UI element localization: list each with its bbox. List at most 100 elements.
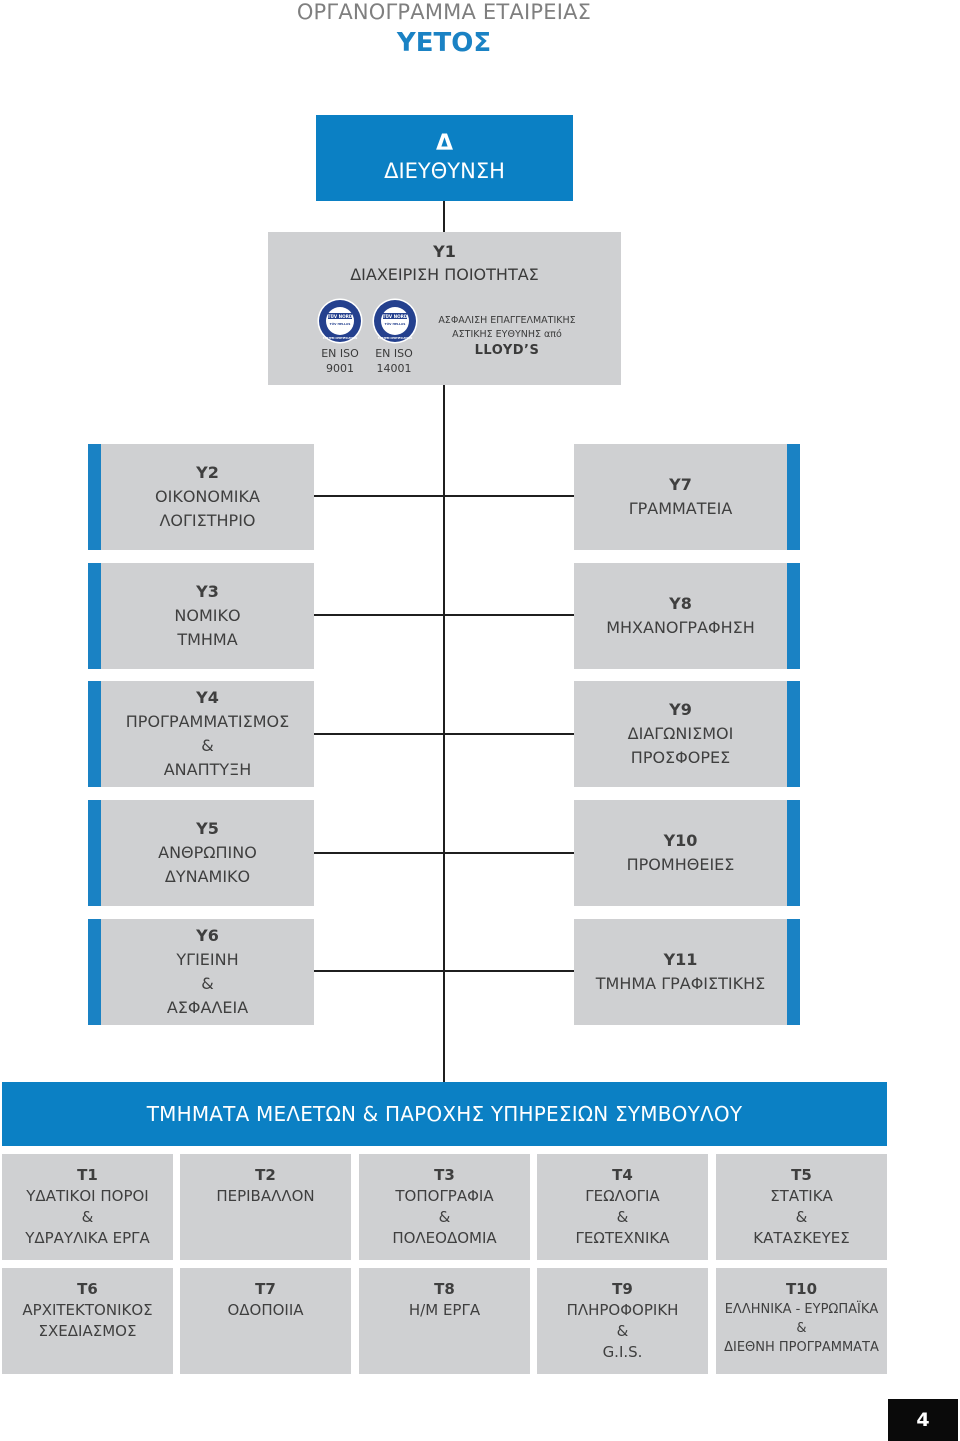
unit-box-y3: Υ3 ΝΟΜΙΚΟ ΤΜΗΜΑ [88,563,314,669]
unit-box-y10: Υ10 ΠΡΟΜΗΘΕΙΕΣ [574,800,800,906]
unit-box-y9: Υ9 ΔΙΑΓΩΝΙΣΜΟΙ ΠΡΟΣΦΟΡΕΣ [574,681,800,787]
dept-line: ΠΛΗΡΟΦΟΡΙΚΗ [566,1301,679,1319]
unit-line: ΑΝΑΠΤΥΞΗ [163,760,252,779]
quality-name: ΔΙΑΧΕΙΡΙΣΗ ΠΟΙΟΤΗΤΑΣ [350,265,539,284]
unit-code: Υ2 [196,463,219,482]
unit-line: ΜΗΧΑΝΟΓΡΑΦΗΣΗ [606,618,755,637]
dept-box-t9: Τ9 ΠΛΗΡΟΦΟΡΙΚΗ & G.I.S. [537,1268,708,1374]
dept-line: G.I.S. [602,1343,643,1361]
dept-line: & [796,1321,807,1336]
dept-box-t10: Τ10 ΕΛΛΗΝΙΚΑ - ΕΥΡΩΠΑΪΚΑ & ΔΙΕΘΝΗ ΠΡΟΓΡΑ… [716,1268,887,1374]
connector-row-2 [314,614,574,616]
dept-line: ΥΔΡΑΥΛΙΚΑ ΕΡΓΑ [25,1229,150,1247]
unit-code: Υ11 [663,950,698,969]
connector-row-5 [314,970,574,972]
badge-bottom-text: SYSTEM CERTIFICATION [378,336,413,340]
dept-box-t6: Τ6 ΑΡΧΙΤΕΚΤΟΝΙΚΟΣ ΣΧΕΔΙΑΣΜΟΣ [2,1268,173,1374]
unit-code: Υ5 [196,819,219,838]
management-box: Δ ΔΙΕΥΘΥΝΣΗ [316,115,573,201]
unit-box-y2: Υ2 ΟΙΚΟΝΟΜΙΚΑ ΛΟΓΙΣΤΗΡΙΟ [88,444,314,550]
dept-code: Τ4 [612,1166,633,1184]
dept-line: & [795,1208,808,1226]
insurance-line: ΑΣΤΙΚΗΣ ΕΥΘΥΝΗΣ από [452,329,562,340]
dept-line: ΚΑΤΑΣΚΕΥΕΣ [753,1229,850,1247]
unit-line: ΛΟΓΙΣΤΗΡΙΟ [159,511,256,530]
unit-box-y6: Υ6 ΥΓΙΕΙΝΗ & ΑΣΦΑΛΕΙΑ [88,919,314,1025]
management-code: Δ [435,131,454,156]
dept-box-t4: Τ4 ΓΕΩΛΟΓΙΑ & ΓΕΩΤΕΧΝΙΚΑ [537,1154,708,1260]
dept-code: Τ8 [434,1280,455,1298]
dept-line: & [616,1208,629,1226]
unit-code: Υ7 [669,475,692,494]
dept-line: ΣΧΕΔΙΑΣΜΟΣ [38,1322,137,1340]
unit-line: ΠΡΟΣΦΟΡΕΣ [630,748,731,767]
dept-line: ΕΛΛΗΝΙΚΑ - ΕΥΡΩΠΑΪΚΑ [724,1302,879,1317]
dept-line: ΓΕΩΤΕΧΝΙΚΑ [575,1229,670,1247]
badge-top-text: TÜV NORD [328,314,353,319]
unit-line: ΤΜΗΜΑ [177,630,238,649]
dept-box-t2: Τ2 ΠΕΡΙΒΑΛΛΟΝ [180,1154,351,1260]
dept-line: ΠΟΛΕΟΔΟΜΙΑ [392,1229,497,1247]
badge-caption-line: 9001 [326,362,354,375]
badge-caption-line: EN ISO [375,347,413,360]
connector-row-1 [314,495,574,497]
badge-mid-text: TÜV HELLAS [385,321,406,326]
badge-caption-line: 14001 [376,362,412,375]
badge-caption-line: EN ISO [321,347,359,360]
unit-box-y8: Υ8 ΜΗΧΑΝΟΓΡΑΦΗΣΗ [574,563,800,669]
dept-line: ΠΕΡΙΒΑΛΛΟΝ [216,1187,315,1205]
unit-line: ΠΡΟΓΡΑΜΜΑΤΙΣΜΟΣ [125,712,290,731]
badge-bottom-text: SYSTEM CERTIFICATION [323,336,358,340]
unit-line: ΥΓΙΕΙΝΗ [176,950,239,969]
unit-code: Υ3 [196,582,219,601]
dept-code: Τ10 [785,1280,818,1298]
unit-code: Υ6 [196,926,219,945]
dept-code: Τ3 [434,1166,455,1184]
tuv-certification-badge-icon: TÜV NORD TÜV HELLAS SYSTEM CERTIFICATION [317,298,363,344]
management-name: ΔΙΕΥΘΥΝΣΗ [384,159,505,183]
connector-spine [443,201,445,1082]
unit-box-y7: Υ7 ΓΡΑΜΜΑΤΕΙΑ [574,444,800,550]
dept-box-t1: Τ1 ΥΔΑΤΙΚΟΙ ΠΟΡΟΙ & ΥΔΡΑΥΛΙΚΑ ΕΡΓΑ [2,1154,173,1260]
dept-line: Η/Μ ΕΡΓΑ [408,1301,481,1319]
unit-line: & [201,736,214,755]
unit-box-y5: Υ5 ΑΝΘΡΩΠΙΝΟ ΔΥΝΑΜΙΚΟ [88,800,314,906]
dept-line: ΓΕΩΛΟΓΙΑ [585,1187,660,1205]
connector-row-4 [314,852,574,854]
dept-line: & [438,1208,451,1226]
unit-code: Υ4 [196,688,219,707]
badge-caption: EN ISO 9001 [310,346,370,376]
studies-banner: ΤΜΗΜΑΤΑ ΜΕΛΕΤΩΝ & ΠΑΡΟΧΗΣ ΥΠΗΡΕΣΙΩΝ ΣΥΜΒ… [2,1082,887,1146]
dept-code: Τ5 [791,1166,812,1184]
unit-line: ΔΙΑΓΩΝΙΣΜΟΙ [627,724,734,743]
page-number: 4 [888,1399,958,1441]
insurance-line: ΑΣΦΑΛΙΣΗ ΕΠΑΓΓΕΛΜΑΤΙΚΗΣ [438,315,576,326]
dept-line: ΟΔΟΠΟΙΙΑ [227,1301,304,1319]
tuv-certification-badge-icon: TÜV NORD TÜV HELLAS SYSTEM CERTIFICATION [372,298,418,344]
dept-box-t3: Τ3 ΤΟΠΟΓΡΑΦΙΑ & ΠΟΛΕΟΔΟΜΙΑ [359,1154,530,1260]
dept-code: Τ1 [77,1166,98,1184]
insurance-brand: LLOYD’S [474,343,540,358]
unit-code: Υ10 [663,831,698,850]
dept-box-t5: Τ5 ΣΤΑΤΙΚΑ & ΚΑΤΑΣΚΕΥΕΣ [716,1154,887,1260]
page-title: ΟΡΓΑΝΟΓΡΑΜΜΑ ΕΤΑΙΡΕΙΑΣ [296,0,592,24]
dept-line: ΥΔΑΤΙΚΟΙ ΠΟΡΟΙ [26,1187,149,1205]
quality-code: Υ1 [433,242,456,261]
dept-line: ΤΟΠΟΓΡΑΦΙΑ [395,1187,494,1205]
insurance-note: ΑΣΦΑΛΙΣΗ ΕΠΑΓΓΕΛΜΑΤΙΚΗΣ ΑΣΤΙΚΗΣ ΕΥΘΥΝΗΣ … [432,314,582,360]
connector-row-3 [314,733,574,735]
unit-line: ΤΜΗΜΑ ΓΡΑΦΙΣΤΙΚΗΣ [595,974,766,993]
dept-box-t8: Τ8 Η/Μ ΕΡΓΑ [359,1268,530,1374]
unit-line: ΑΝΘΡΩΠΙΝΟ [158,843,257,862]
dept-line: ΣΤΑΤΙΚΑ [770,1187,833,1205]
unit-box-y11: Υ11 ΤΜΗΜΑ ΓΡΑΦΙΣΤΙΚΗΣ [574,919,800,1025]
quality-box: Υ1 ΔΙΑΧΕΙΡΙΣΗ ΠΟΙΟΤΗΤΑΣ TÜV NORD TÜV HEL… [268,232,621,385]
dept-code: Τ7 [255,1280,276,1298]
unit-code: Υ8 [669,594,692,613]
company-name: ΥΕΤΟΣ [396,28,492,58]
dept-box-t7: Τ7 ΟΔΟΠΟΙΙΑ [180,1268,351,1374]
badge-top-text: TÜV NORD [383,314,408,319]
unit-line: ΝΟΜΙΚΟ [174,606,241,625]
unit-line: & [201,974,214,993]
unit-line: ΓΡΑΜΜΑΤΕΙΑ [628,499,733,518]
